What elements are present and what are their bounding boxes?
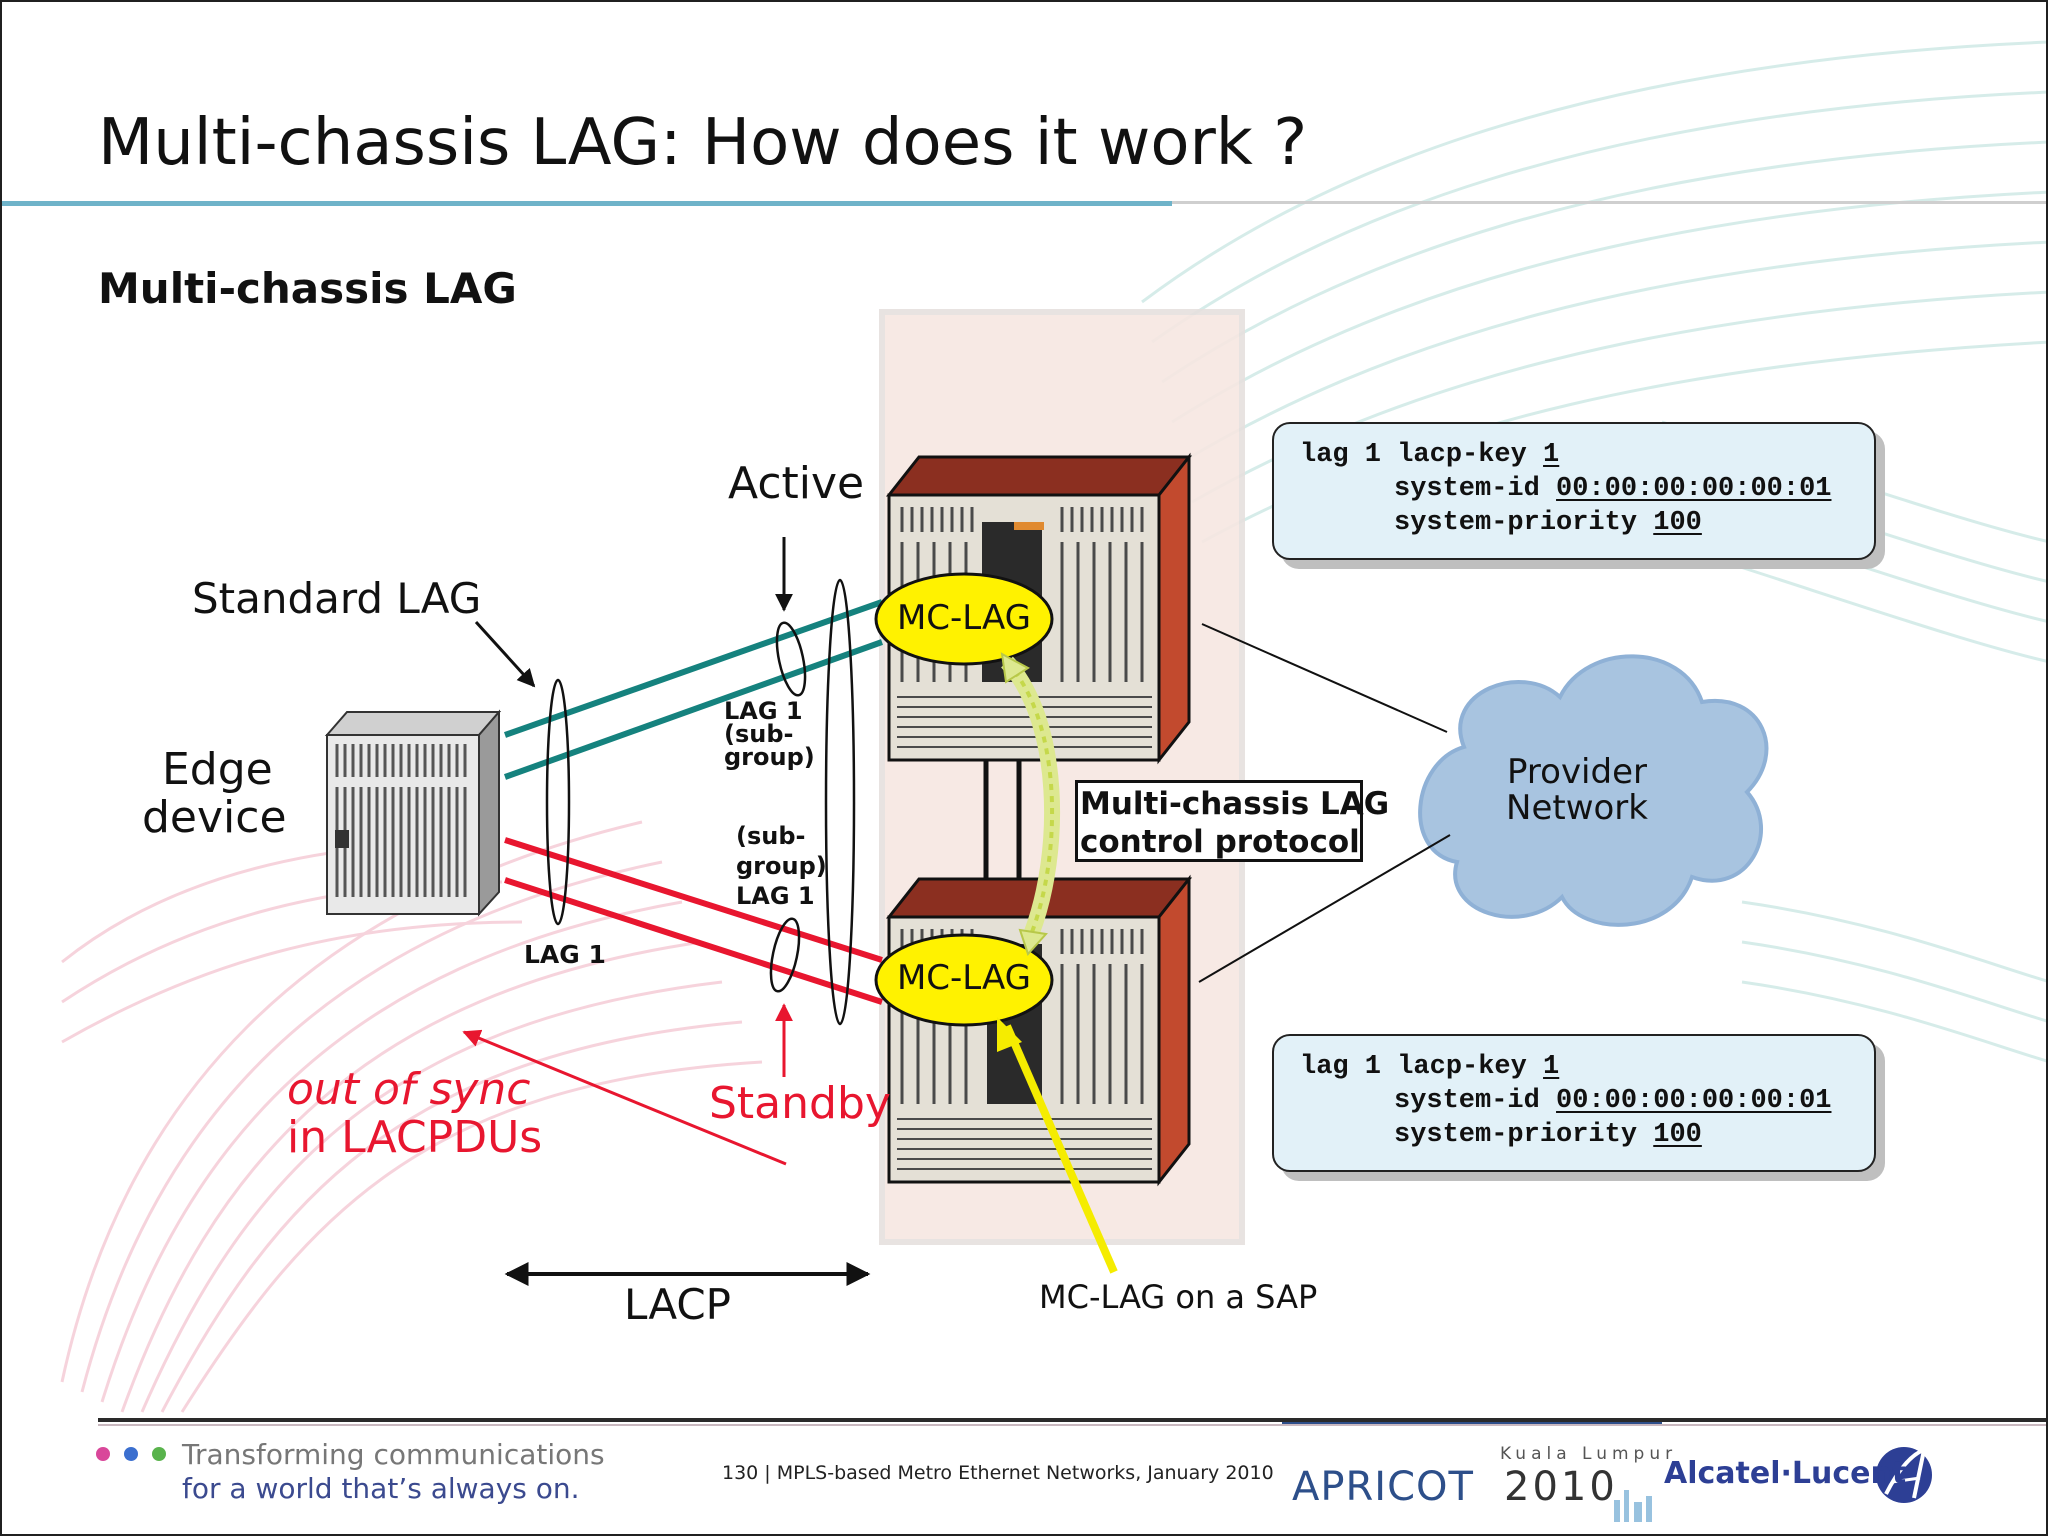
config-bottom-system-priority: 100 xyxy=(1653,1120,1702,1150)
provider-network-label-line1: Provider xyxy=(1507,752,1647,792)
config-top-lacp-key: 1 xyxy=(1543,440,1560,470)
standby-label: Standby xyxy=(709,1078,891,1129)
active-link-1 xyxy=(504,599,883,738)
config-top-line3-cmd: system-priority xyxy=(1394,508,1654,538)
event-city: Kuala Lumpur xyxy=(1500,1444,1678,1464)
config-box-top: lag 1 lacp-key 1 system-id 00:00:00:00:0… xyxy=(1272,422,1876,560)
apricot-logo-bg xyxy=(1284,1422,1660,1522)
config-box-bottom: lag 1 lacp-key 1 system-id 00:00:00:00:0… xyxy=(1272,1034,1876,1172)
title-underline xyxy=(2,201,1172,206)
lacp-label: LACP xyxy=(624,1280,732,1329)
standard-lag-label: Standard LAG xyxy=(192,574,482,623)
out-of-sync-arrow xyxy=(462,1029,787,1166)
lag1-subgroup-top-line1: LAG 1 xyxy=(724,697,803,725)
config-bottom-line3-cmd: system-priority xyxy=(1394,1120,1654,1150)
alcatel-lucent-brand: Alcatel·Lucent xyxy=(1664,1456,1907,1491)
mclag-outer-ellipse xyxy=(824,578,856,1026)
mc-lag-on-sap-label: MC-LAG on a SAP xyxy=(1039,1278,1318,1316)
event-year: 2010 xyxy=(1504,1464,1618,1510)
footer-tagline-line1: Transforming communications xyxy=(182,1438,605,1471)
standby-link-2 xyxy=(504,877,883,1005)
mc-lag-bottom-ellipse xyxy=(874,933,1054,1027)
control-protocol-line2: control protocol xyxy=(1080,824,1360,860)
mc-lag-top-ellipse xyxy=(874,572,1054,666)
cloud-link-bottom xyxy=(1198,834,1451,983)
lag1-subgroup-bottom-line3: LAG 1 xyxy=(736,882,815,910)
config-bottom-line2-cmd: system-id xyxy=(1394,1086,1557,1116)
cloud-link-top xyxy=(1201,623,1448,733)
out-of-sync-label-line2: in LACPDUs xyxy=(287,1112,543,1163)
footer-tagline-line2: for a world that’s always on. xyxy=(182,1472,580,1505)
mc-lag-bottom-label: MC-LAG xyxy=(896,958,1032,998)
provider-network-label-line2: Network xyxy=(1506,788,1648,828)
lag1-subgroup-bottom-line2: group) xyxy=(736,852,827,880)
subgroup-top-ellipse xyxy=(775,621,807,697)
subgroup-bottom-ellipse xyxy=(769,917,801,993)
title-underline-gray xyxy=(1172,201,2046,204)
kl-skyline-icon xyxy=(1614,1490,1652,1522)
mc-lag-top-label: MC-LAG xyxy=(896,598,1032,638)
control-protocol-line1: Multi-chassis LAG xyxy=(1080,786,1390,822)
config-top-system-priority: 100 xyxy=(1653,508,1702,538)
standard-lag-arrow xyxy=(474,620,536,688)
edge-device-label-line1: Edge xyxy=(162,744,273,795)
lag1-label: LAG 1 xyxy=(524,940,606,969)
footer-dots xyxy=(96,1447,166,1461)
lag1-subgroup-bottom-line1: (sub- xyxy=(736,822,806,850)
lag1-subgroup-top-line2: (sub- xyxy=(724,720,794,748)
out-of-sync-label-line1: out of sync xyxy=(287,1064,531,1115)
sap-arrow xyxy=(1003,1024,1118,1274)
config-bottom-line1-cmd: lag 1 lacp-key xyxy=(1300,1052,1544,1082)
edge-device-label-line2: device xyxy=(142,792,287,843)
page-title: Multi-chassis LAG: How does it work ? xyxy=(98,106,1308,180)
lag1-subgroup-top-line3: group) xyxy=(724,743,815,771)
config-top-system-id: 00:00:00:00:00:01 xyxy=(1556,474,1832,504)
edge-device-icon xyxy=(324,709,502,917)
footer-page-info: 130 | MPLS-based Metro Ethernet Networks… xyxy=(722,1462,1274,1484)
section-subtitle: Multi-chassis LAG xyxy=(98,264,517,313)
config-bottom-lacp-key: 1 xyxy=(1543,1052,1560,1082)
control-protocol-box: Multi-chassis LAG control protocol xyxy=(1075,780,1390,862)
active-label: Active xyxy=(728,458,865,509)
lag1-bundle-ellipse xyxy=(545,678,571,926)
config-top-line2-cmd: system-id xyxy=(1394,474,1557,504)
config-bottom-system-id: 00:00:00:00:00:01 xyxy=(1556,1086,1832,1116)
config-top-line1-cmd: lag 1 lacp-key xyxy=(1300,440,1544,470)
provider-network-cloud-icon xyxy=(1418,654,1769,927)
footer-divider xyxy=(98,1418,2046,1422)
alcatel-lucent-logo-icon xyxy=(1876,1446,1932,1503)
event-name: APRICOT xyxy=(1292,1464,1474,1510)
